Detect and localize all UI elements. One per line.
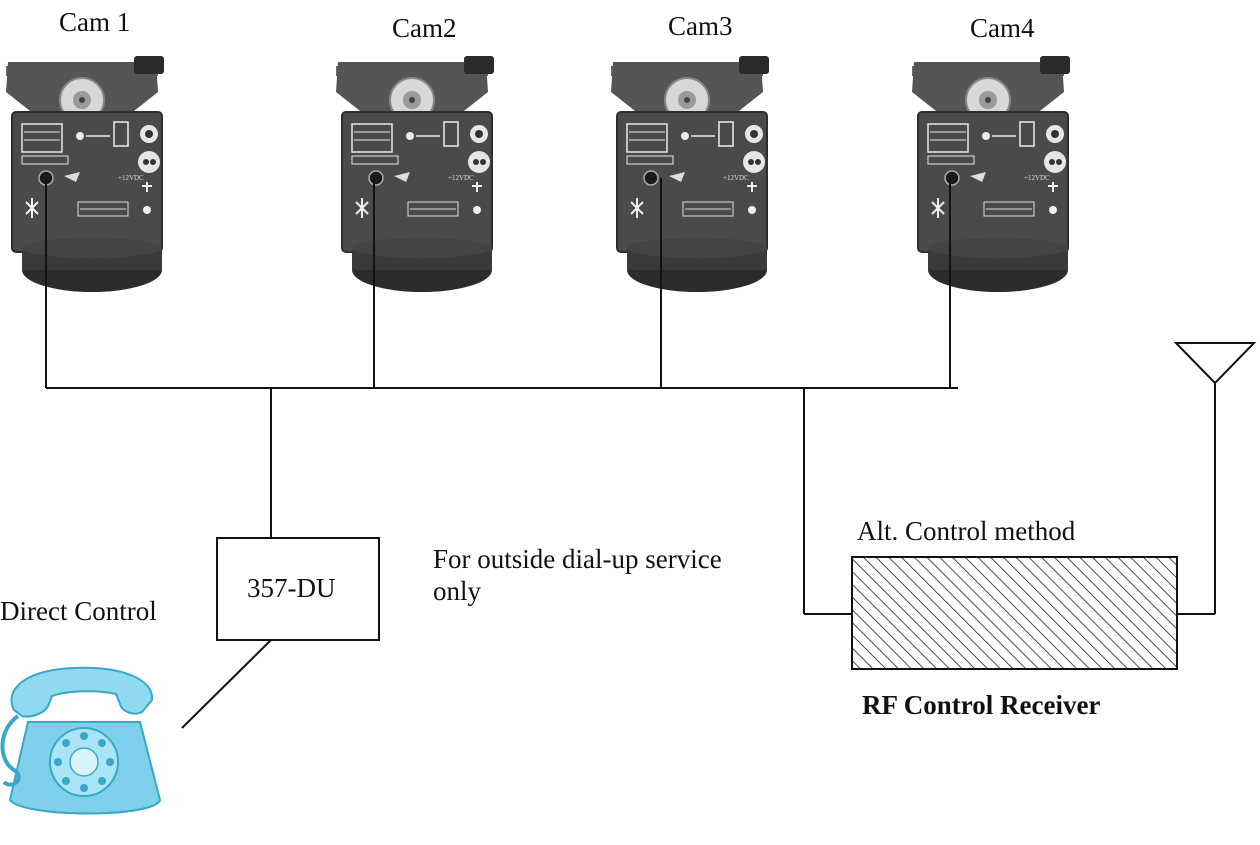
camera-icon	[335, 55, 495, 293]
camera-label-4: Cam4	[970, 13, 1035, 43]
dialup-note: For outside dial-up service only	[433, 544, 722, 606]
telephone-icon	[0, 665, 162, 816]
camera-icon	[5, 55, 165, 293]
antenna-wire	[1177, 383, 1216, 615]
phone-wire	[181, 639, 272, 729]
alt-control-label: Alt. Control method	[857, 516, 1076, 546]
camera-label-1: Cam 1	[59, 7, 131, 37]
rf-receiver-box	[851, 556, 1178, 670]
camera-label-3: Cam3	[668, 11, 733, 41]
branch-rf	[803, 388, 852, 615]
interface-box	[216, 537, 380, 641]
camera-wires	[45, 178, 951, 388]
antenna-icon	[1173, 342, 1257, 385]
camera-label-2: Cam2	[392, 13, 457, 43]
camera-icon	[911, 55, 1071, 293]
camera-icon	[610, 55, 770, 293]
interface-box-label: 357-DU	[247, 573, 336, 603]
rf-receiver-label: RF Control Receiver	[862, 690, 1101, 720]
direct-control-label: Direct Control	[0, 596, 157, 626]
